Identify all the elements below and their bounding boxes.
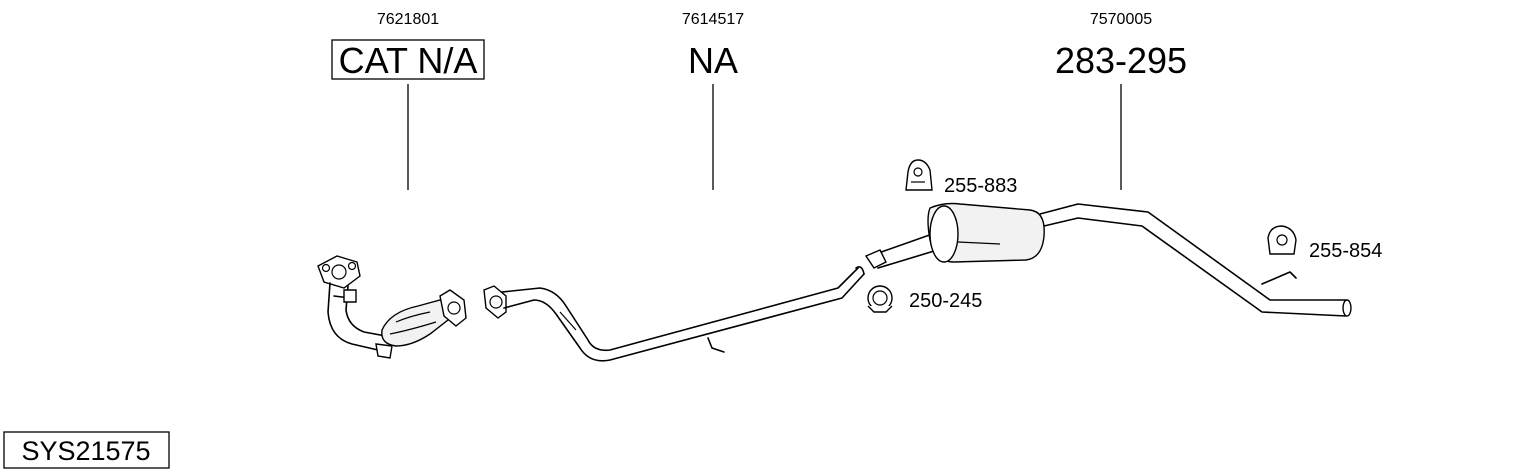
catalytic-code-box xyxy=(331,39,485,80)
hanger-rear-code[interactable]: 255-854 xyxy=(1309,240,1382,262)
hanger-front-code[interactable]: 255-883 xyxy=(944,175,1017,197)
rubber-hanger-rear[interactable] xyxy=(1267,225,1297,255)
catalytic-part-number: 7621801 xyxy=(377,11,439,28)
catalytic-converter-drawing[interactable] xyxy=(317,255,467,359)
rubber-hanger-front[interactable] xyxy=(905,159,933,191)
system-code: SYS21575 xyxy=(21,436,150,466)
rear-silencer-drawing[interactable] xyxy=(864,202,1352,317)
middle-part-number: 7614517 xyxy=(682,11,744,28)
system-code-box xyxy=(3,431,170,469)
middle-code[interactable]: NA xyxy=(688,40,738,81)
rear-code[interactable]: 283-295 xyxy=(1055,40,1187,81)
clamp-code[interactable]: 250-245 xyxy=(909,290,982,312)
pipe-clamp[interactable] xyxy=(867,285,893,313)
catalytic-code[interactable]: CAT N/A xyxy=(339,40,478,81)
rear-part-number: 7570005 xyxy=(1090,11,1152,28)
middle-pipe-drawing[interactable] xyxy=(483,266,865,362)
